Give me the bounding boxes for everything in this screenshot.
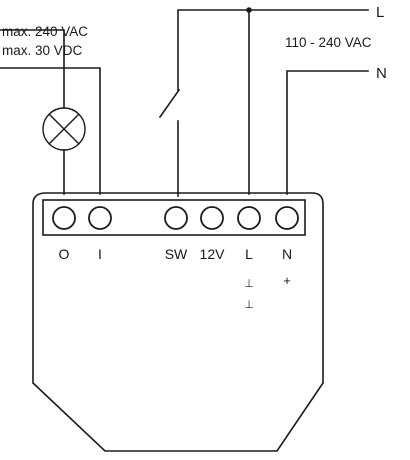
terminal-label-sw: SW [165,246,188,262]
terminal-l [237,206,261,230]
terminal-12v [200,206,224,230]
l-ground-symbol: ⊥ [244,278,254,290]
live-label: L [376,4,384,21]
neutral-wire [286,70,369,195]
rating-dc: max. 30 VDC [2,43,83,58]
terminal-label-n: N [282,246,292,262]
device-body [32,192,324,452]
terminal-sw [164,206,188,230]
terminal-label-12v: 12V [200,246,226,262]
terminal-label-i: I [98,246,102,262]
switch-supply-wire [177,9,369,91]
supply-voltage: 110 - 240 VAC [285,35,372,50]
input-return-wire [0,67,101,195]
terminal-n [275,206,299,230]
terminal-label-o: O [59,246,70,262]
switch-icon [158,88,181,119]
junction-dot-icon [246,7,252,13]
terminal-i [88,206,112,230]
terminal-o [52,206,76,230]
terminal-block [42,199,306,236]
lamp-feed-wire [0,29,65,109]
n-plus-symbol: + [283,273,291,288]
lamp-icon [42,107,86,151]
neutral-label: N [376,65,387,82]
l-ground-symbol-2: ⊥ [244,299,254,311]
rating-ac: max. 240 VAC [2,24,88,39]
terminal-label-l: L [245,246,253,262]
